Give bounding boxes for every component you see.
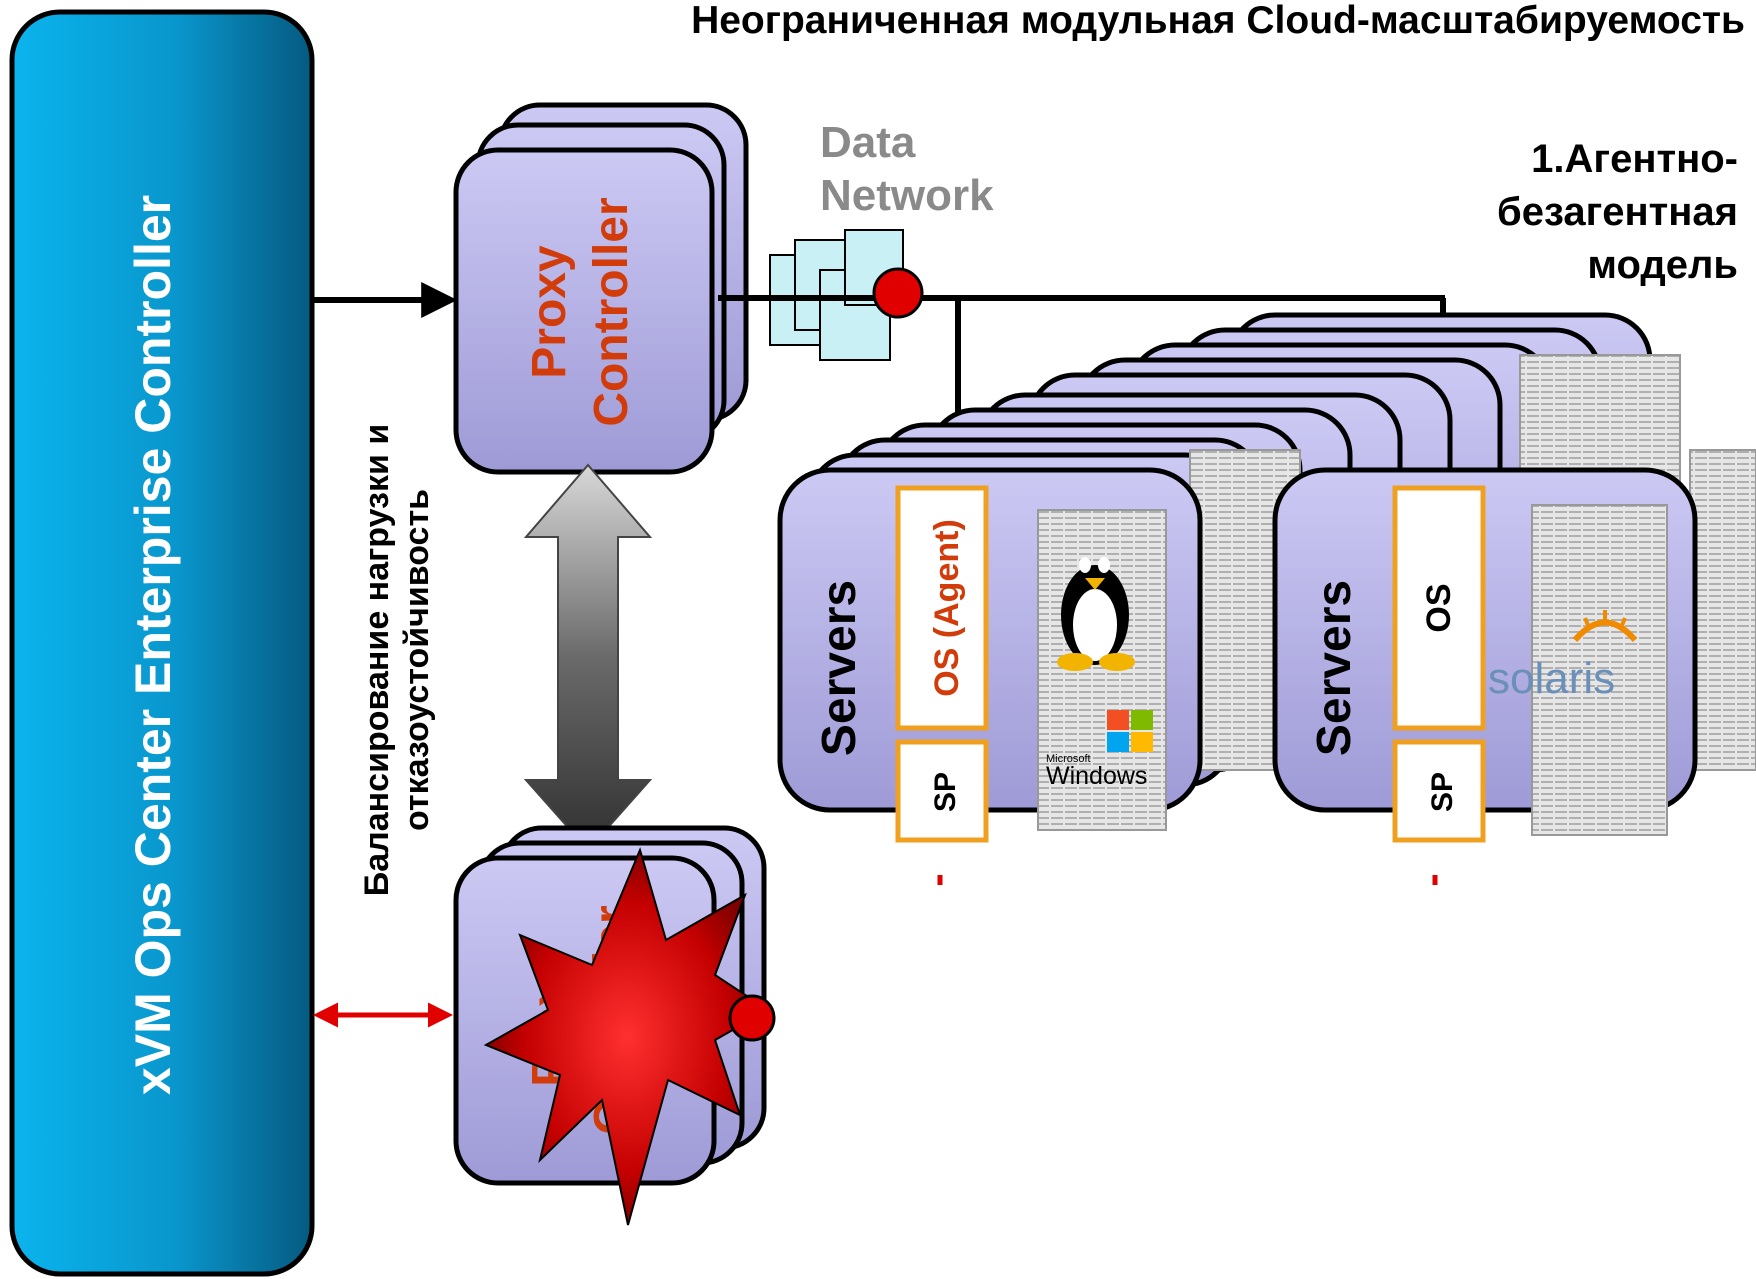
linux-tux-icon	[1057, 557, 1135, 671]
sp-agentless-label: SP	[1426, 772, 1459, 812]
enterprise-controller-label: xVM Ops Center Enterprise Controller	[125, 195, 181, 1095]
windows-logo-text: Windows	[1046, 762, 1147, 790]
proxy-controller-line2: Controller	[585, 197, 638, 426]
solaris-logo-text: solaris	[1488, 654, 1615, 703]
os-agentless-label: OS	[1420, 583, 1458, 632]
os-agentless-box	[1392, 485, 1486, 731]
load-balancing-line2: отказоустойчивость	[398, 489, 436, 831]
windows-logo-small: Microsoft	[1046, 753, 1091, 765]
sp-agentless-box	[1392, 739, 1486, 843]
failed-network-dot	[728, 994, 776, 1042]
sp-agent-box	[895, 739, 989, 843]
servers-label-agent: Servers	[813, 580, 866, 756]
failover-double-arrow	[523, 463, 653, 852]
servers-label-agentless: Servers	[1308, 580, 1361, 756]
os-agent-box	[895, 485, 989, 731]
rack-image-agentless	[1531, 504, 1668, 836]
server-group-agentless: Servers OS SP solaris	[1272, 467, 1698, 885]
proxy-controller-line1: Proxy	[523, 245, 576, 379]
data-network-line1: Data	[820, 118, 916, 167]
diagram-title: Неограниченная модульная Cloud-масштабир…	[691, 0, 1745, 42]
proxy-controller-stack: Proxy Controller	[453, 102, 749, 475]
model-label-line2: безагентная	[1497, 190, 1738, 234]
os-agent-label: OS (Agent)	[928, 519, 966, 697]
sp-agent-label: SP	[929, 772, 962, 812]
model-label-line1: 1.Агентно-	[1531, 137, 1738, 181]
data-network-line2: Network	[820, 171, 994, 220]
enterprise-controller-box: xVM Ops Center Enterprise Controller	[9, 9, 315, 1277]
failed-proxy-controller-stack: Proxy Controller	[453, 825, 776, 1226]
windows-logo: Microsoft Windows	[1046, 710, 1153, 790]
load-balancing-line1: Балансирование нагрузки и	[358, 424, 396, 896]
network-node-dot	[872, 267, 924, 319]
failure-explosion-icon	[483, 846, 770, 1226]
model-label-line3: модель	[1587, 243, 1738, 287]
solaris-logo: solaris	[1488, 610, 1638, 703]
server-group-agent: Servers OS (Agent) SP Microsoft Windows	[777, 467, 1203, 885]
